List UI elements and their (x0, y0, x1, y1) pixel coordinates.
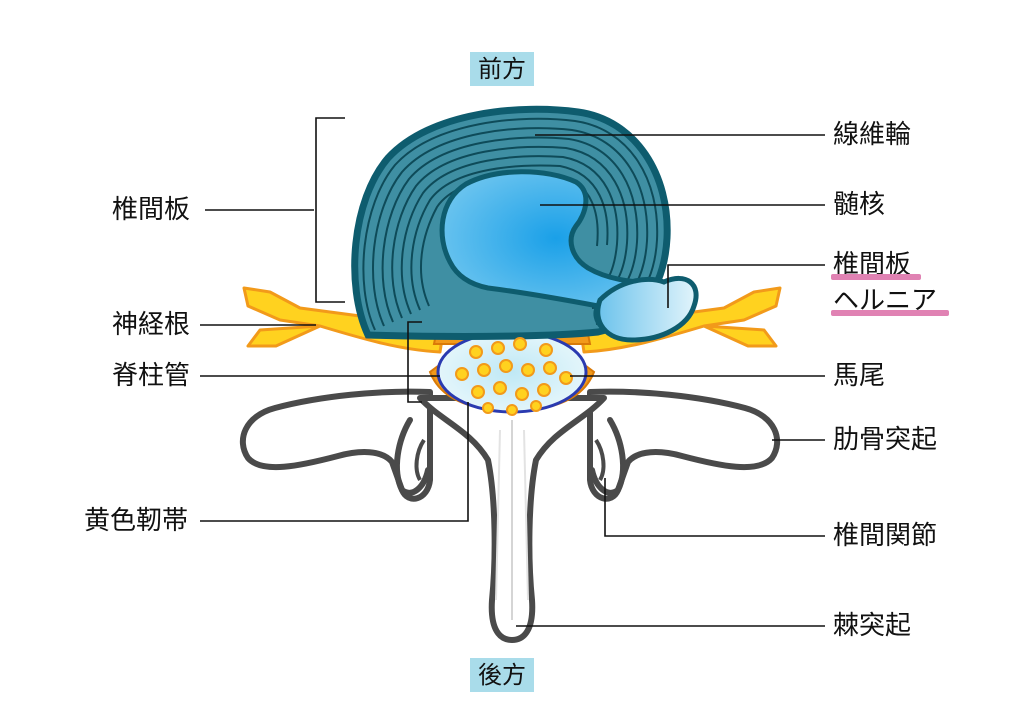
front-direction-label: 前方 (470, 52, 534, 86)
label-nerve-root: 神経根 (112, 310, 191, 340)
back-direction-label: 後方 (470, 658, 534, 692)
highlight-herniation-line1 (831, 274, 921, 280)
label-cauda-equina: 馬尾 (833, 361, 886, 391)
label-facet-joint: 椎間関節 (833, 521, 938, 551)
label-spinous-process: 棘突起 (833, 611, 912, 641)
label-ligamentum-flavum: 黄色靭帯 (84, 506, 189, 536)
herniation (595, 275, 699, 343)
facet-joint-left (393, 417, 431, 496)
label-nucleus: 髄核 (833, 190, 886, 220)
label-transverse-process: 肋骨突起 (833, 425, 938, 455)
label-spinal-canal: 脊柱管 (112, 361, 191, 391)
facet-joint-right (589, 417, 627, 496)
label-disc: 椎間板 (112, 195, 191, 225)
label-annulus: 線維輪 (833, 120, 912, 150)
cauda-equina-bundles (455, 337, 573, 416)
highlight-herniation-line2 (831, 310, 949, 316)
